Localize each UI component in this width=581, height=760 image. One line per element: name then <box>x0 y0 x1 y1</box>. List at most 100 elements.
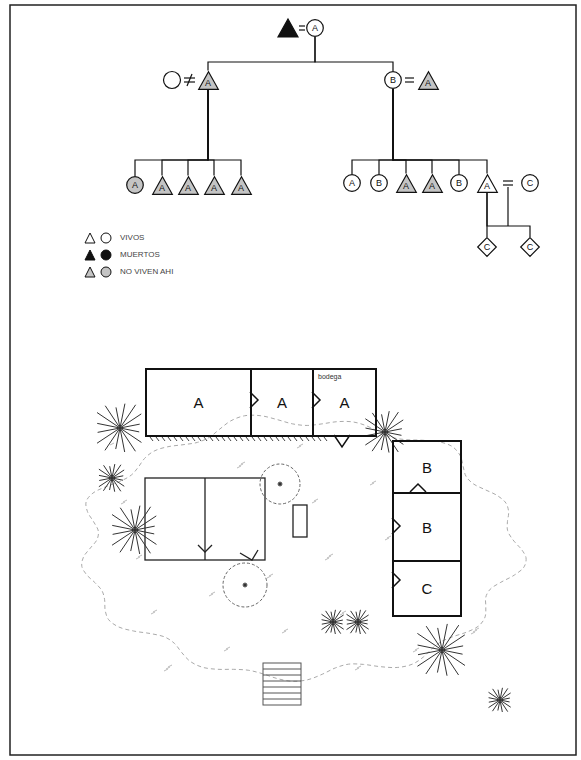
ground-texture <box>164 669 168 671</box>
hatch-stroke <box>246 437 249 441</box>
ground-texture <box>226 647 230 649</box>
female-symbol: B <box>384 71 402 89</box>
ground-texture <box>239 464 243 466</box>
ground-texture <box>355 668 359 670</box>
hatch-stroke <box>168 437 171 441</box>
ground-texture <box>312 501 316 503</box>
hatch-stroke <box>192 437 195 441</box>
kin-letter: B <box>456 179 462 188</box>
marriage-sign <box>299 26 305 30</box>
descent-line <box>315 37 393 71</box>
hatch-stroke <box>162 437 165 441</box>
hatch-stroke <box>240 437 243 441</box>
ground-texture <box>413 650 417 652</box>
male-symbol: A <box>422 174 443 193</box>
ground-texture <box>136 557 140 559</box>
kin-letter: A <box>211 178 217 193</box>
descent-line <box>393 89 487 174</box>
ground-texture <box>314 499 318 501</box>
room-name: bodega <box>318 373 341 380</box>
hatch-stroke <box>282 437 285 441</box>
kin-letter: A <box>238 178 244 193</box>
deceased-male-symbol <box>278 19 298 37</box>
descent-line <box>379 89 393 174</box>
ground-texture <box>209 594 213 596</box>
divorce-sign <box>184 74 195 86</box>
ground-texture <box>284 629 288 631</box>
descent-line <box>393 89 432 174</box>
kin-letter: A <box>205 73 211 88</box>
kin-letter: A <box>403 176 409 191</box>
female-symbol: C <box>521 174 539 192</box>
hatch-stroke <box>222 437 225 441</box>
female-symbol: B <box>450 174 468 192</box>
male-symbol: A <box>396 174 417 193</box>
ground-texture <box>370 483 374 485</box>
hatch-stroke <box>306 437 309 441</box>
ground-texture <box>299 444 303 446</box>
palm-tree <box>97 404 511 712</box>
steps <box>263 663 301 705</box>
legend-entry: VIVOS <box>84 232 144 244</box>
legend-text: VIVOS <box>120 234 144 242</box>
descent-line <box>487 193 530 238</box>
ground-texture <box>121 502 125 504</box>
descent-line <box>208 37 315 71</box>
descent-line <box>393 89 459 174</box>
descent-line <box>352 89 393 174</box>
kin-letter: C <box>527 243 534 252</box>
ground-texture <box>211 592 215 594</box>
legend-text: MUERTOS <box>120 251 160 259</box>
room-box: B <box>392 492 462 562</box>
kin-letter: A <box>277 395 287 410</box>
female-symbol: A <box>306 19 324 37</box>
shed-structure <box>145 478 307 560</box>
ground-texture <box>282 631 286 633</box>
descent-line <box>188 90 208 176</box>
kin-letter: A <box>429 176 435 191</box>
hatch-stroke <box>210 437 213 441</box>
hatch-stroke <box>288 437 291 441</box>
garden-outline <box>82 415 526 681</box>
male-symbol: A <box>418 71 439 90</box>
descent-line <box>507 187 508 226</box>
kin-letter: C <box>484 243 491 252</box>
female-symbol <box>164 72 181 89</box>
kin-letter: B <box>376 179 382 188</box>
door-symbol <box>250 392 426 588</box>
hatch-stroke <box>180 437 183 441</box>
frame <box>10 5 576 755</box>
legend-text: NO VIVEN AHI <box>120 268 173 276</box>
hatch-stroke <box>294 437 297 441</box>
kin-letter: A <box>132 181 138 190</box>
descent-line <box>208 90 214 176</box>
bush <box>223 464 300 607</box>
hatch-stroke <box>156 437 159 441</box>
kin-letter: A <box>193 395 203 410</box>
male-symbol: A <box>477 174 498 193</box>
kin-letter: A <box>484 176 490 191</box>
room-box: C <box>392 560 462 617</box>
kin-letter: A <box>349 179 355 188</box>
kin-letter: A <box>312 24 318 33</box>
ground-texture <box>151 612 155 614</box>
ground-texture <box>329 554 333 556</box>
male-symbol: A <box>231 176 252 195</box>
descent-line <box>162 90 208 176</box>
ground-texture <box>241 462 245 464</box>
ground-texture <box>415 648 419 650</box>
ground-texture <box>267 576 271 578</box>
kin-letter: B <box>422 520 432 535</box>
room-box: B <box>392 440 462 494</box>
kin-letter: A <box>339 395 349 410</box>
ground-texture <box>166 667 170 669</box>
marriage-sign <box>405 78 414 82</box>
ground-texture <box>224 649 228 651</box>
descent-line <box>393 89 406 174</box>
ground-texture <box>327 556 331 558</box>
ground-texture <box>372 481 376 483</box>
legend-sample <box>84 232 114 244</box>
ground-texture <box>123 500 127 502</box>
female-symbol: A <box>126 176 144 194</box>
